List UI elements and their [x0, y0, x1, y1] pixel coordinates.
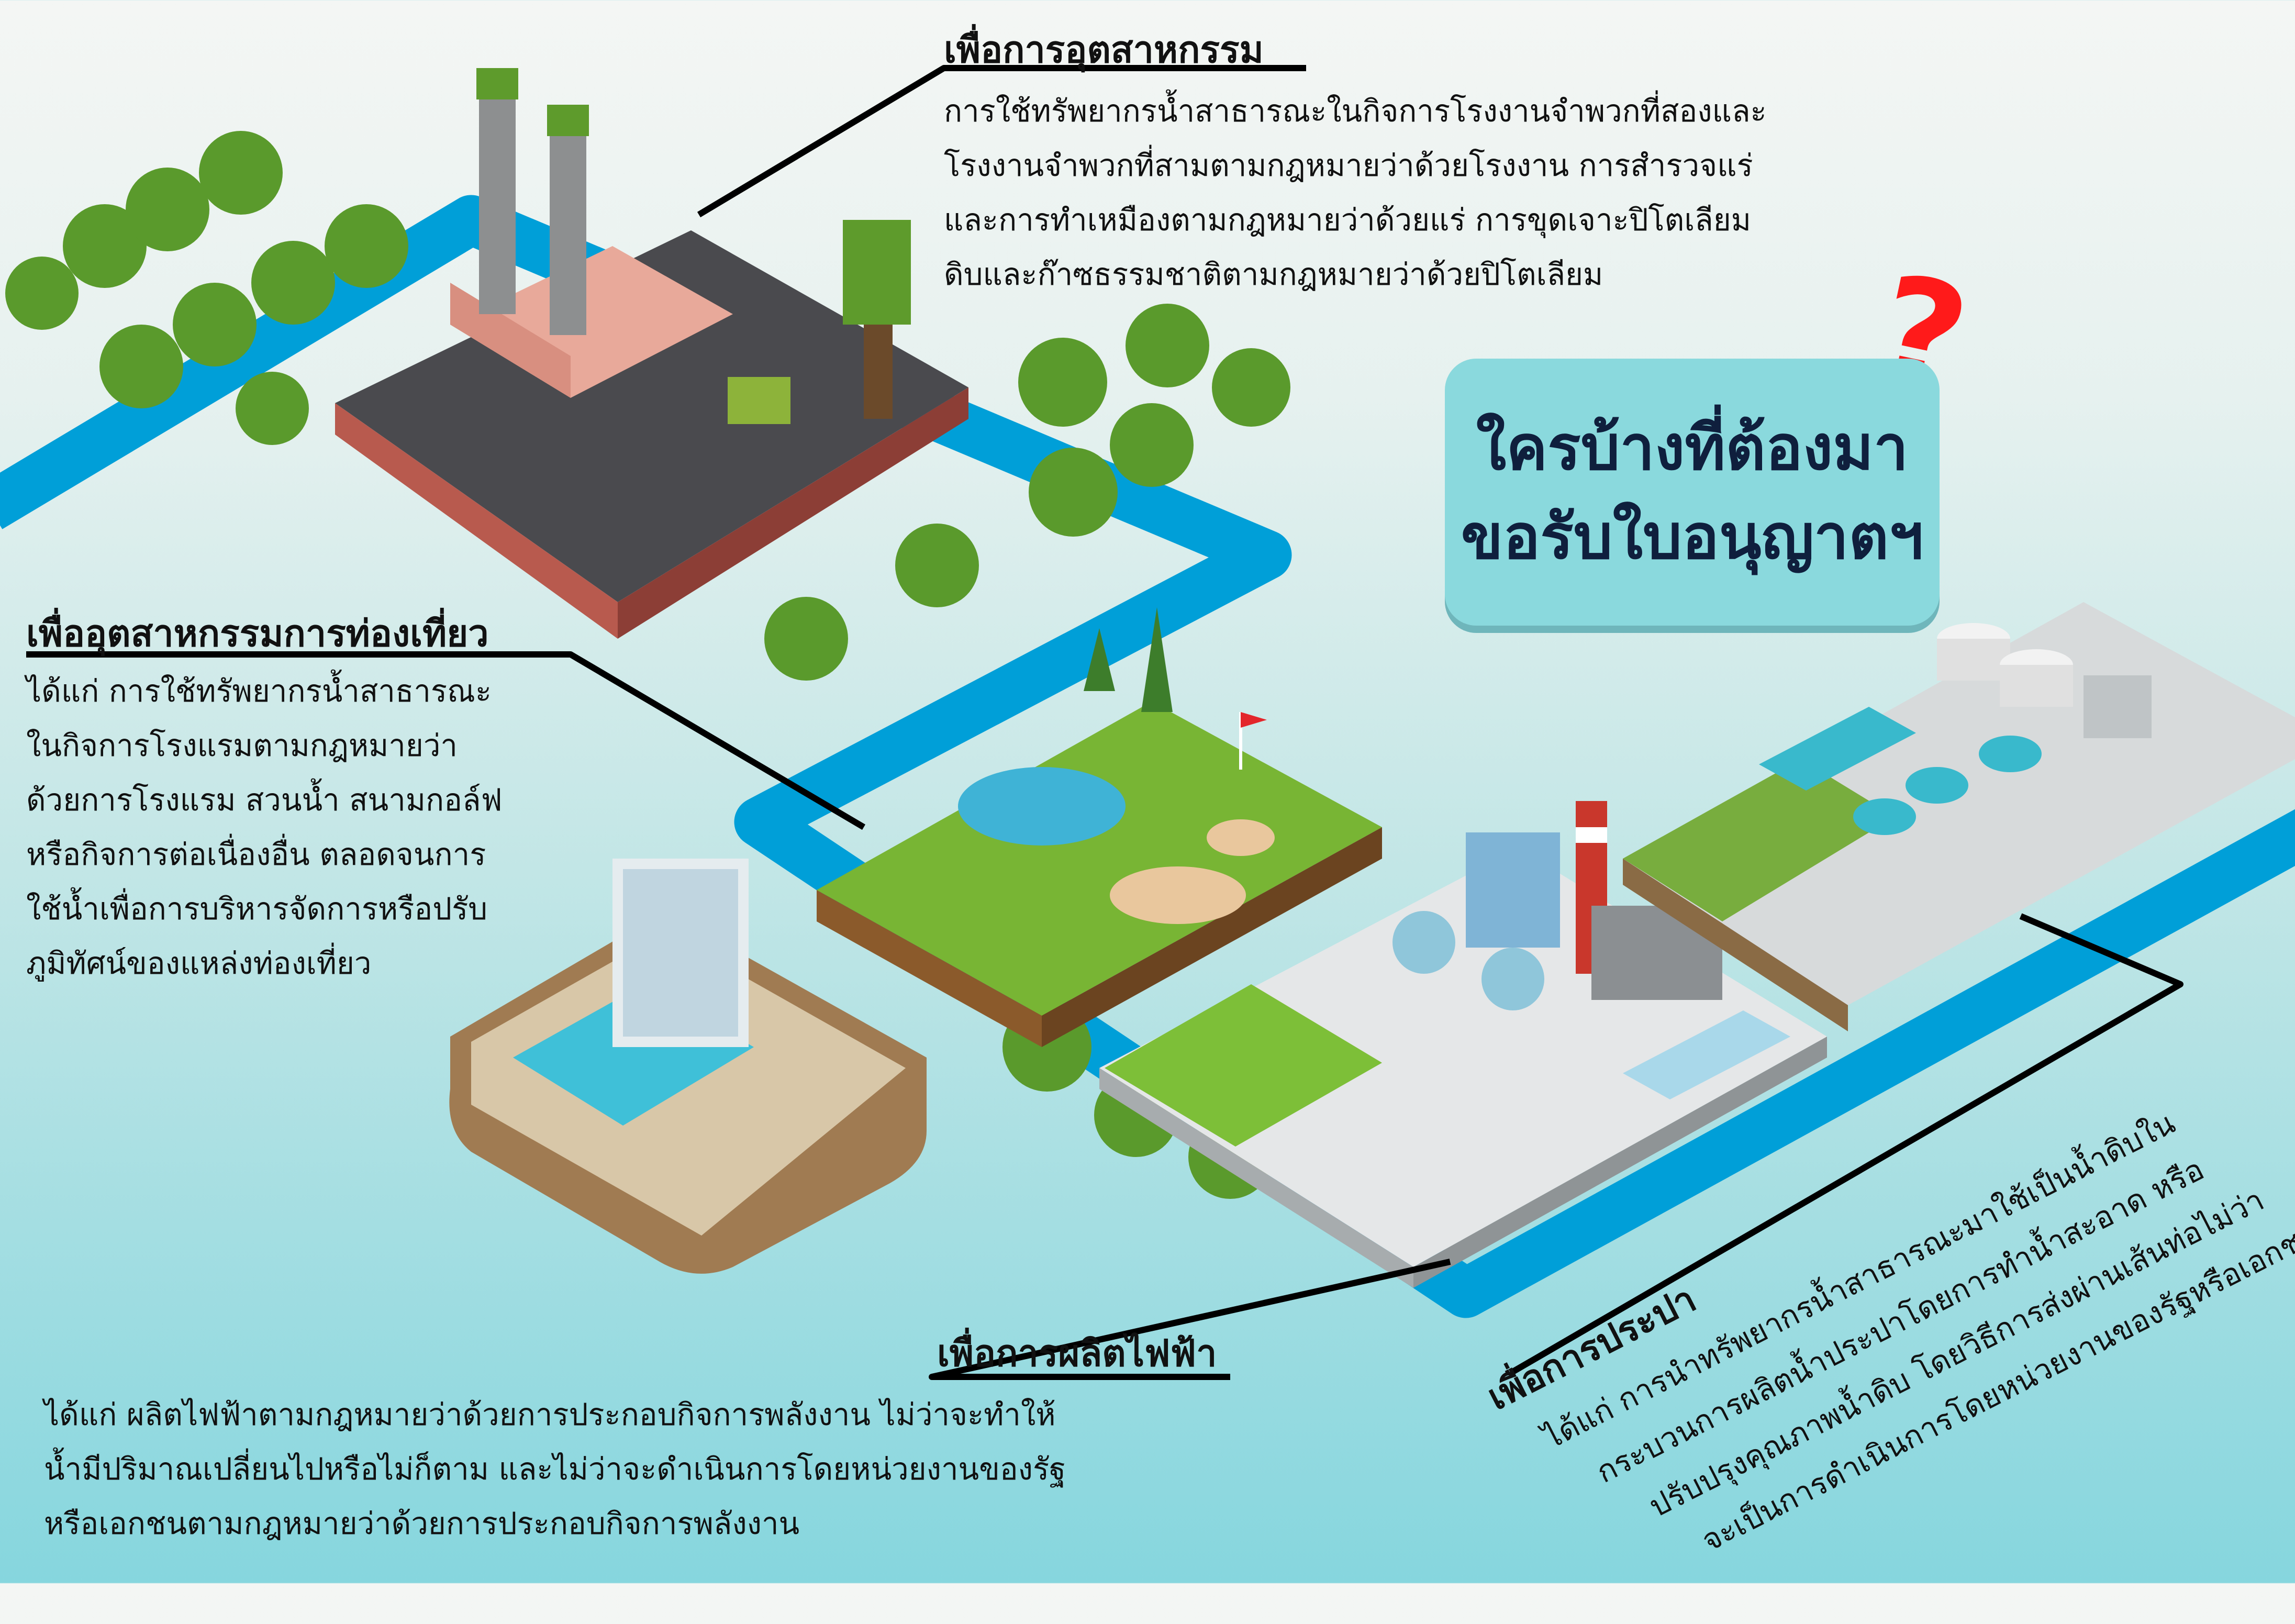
- tourism-title: เพื่ออุตสาหกรรมการท่องเที่ยว: [26, 612, 489, 655]
- electricity-line: ได้แก่ ผลิตไฟฟ้าตามกฎหมายว่าด้วยการประกอ…: [44, 1397, 1056, 1432]
- question-line-1: ใครบ้างที่ต้องมา: [1476, 411, 1909, 484]
- tourism-description: ได้แก่ การใช้ทรัพยากรน้ำสาธารณะ ในกิจการ…: [26, 664, 503, 991]
- tourism-line: ใช้น้ำเพื่อการบริหารจัดการหรือปรับ: [26, 891, 488, 927]
- industry-line: โรงงานจำพวกที่สามตามกฎหมายว่าด้วยโรงงาน …: [944, 148, 1753, 183]
- industry-title: เพื่อการอุตสาหกรรม: [944, 28, 1264, 71]
- electricity-description: ได้แก่ ผลิตไฟฟ้าตามกฎหมายว่าด้วยการประกอ…: [44, 1387, 1066, 1551]
- hotel-waterpark-illustration: [449, 859, 927, 1274]
- question-line-2: ขอรับใบอนุญาตฯ: [1461, 500, 1924, 573]
- electricity-line: หรือเอกชนตามกฎหมายว่าด้วยการประกอบกิจการ…: [44, 1506, 800, 1541]
- industry-line: และการทำเหมืองตามกฎหมายว่าด้วยแร่ การขุด…: [944, 202, 1751, 238]
- water-treatment-illustration: [1623, 602, 2295, 1031]
- tourism-line: ได้แก่ การใช้ทรัพยากรน้ำสาธารณะ: [26, 673, 492, 709]
- illustration-scene: [0, 65, 2295, 1380]
- industry-line: การใช้ทรัพยากรน้ำสาธารณะในกิจการโรงงานจำ…: [944, 93, 1767, 129]
- tourism-line: ภูมิทัศน์ของแหล่งท่องเที่ยว: [26, 946, 372, 981]
- factory-illustration: [335, 68, 968, 639]
- forest-left: [5, 131, 1290, 1199]
- question-box: ใครบ้างที่ต้องมา ขอรับใบอนุญาตฯ: [1445, 359, 1940, 626]
- electricity-title: เพื่อการผลิตไฟฟ้า: [937, 1332, 1217, 1375]
- power-plant-illustration: [1099, 801, 1827, 1288]
- industry-description: การใช้ทรัพยากรน้ำสาธารณะในกิจการโรงงานจำ…: [944, 84, 1767, 302]
- tourism-line: หรือกิจการต่อเนื่องอื่น ตลอดจนการ: [26, 837, 486, 872]
- connector-lines: [26, 65, 2183, 1380]
- tourism-line: ในกิจการโรงแรมตามกฎหมายว่า: [26, 728, 458, 763]
- electricity-line: น้ำมีปริมาณเปลี่ยนไปหรือไม่ก็ตาม และไม่ว…: [44, 1451, 1066, 1487]
- industry-line: ดิบและก๊าซธรรมชาติตามกฎหมายว่าด้วยปิโตเล…: [944, 257, 1603, 292]
- golf-course-illustration: [817, 607, 1382, 1047]
- tourism-line: ด้วยการโรงแรม สวนน้ำ สนามกอล์ฟ: [26, 782, 503, 818]
